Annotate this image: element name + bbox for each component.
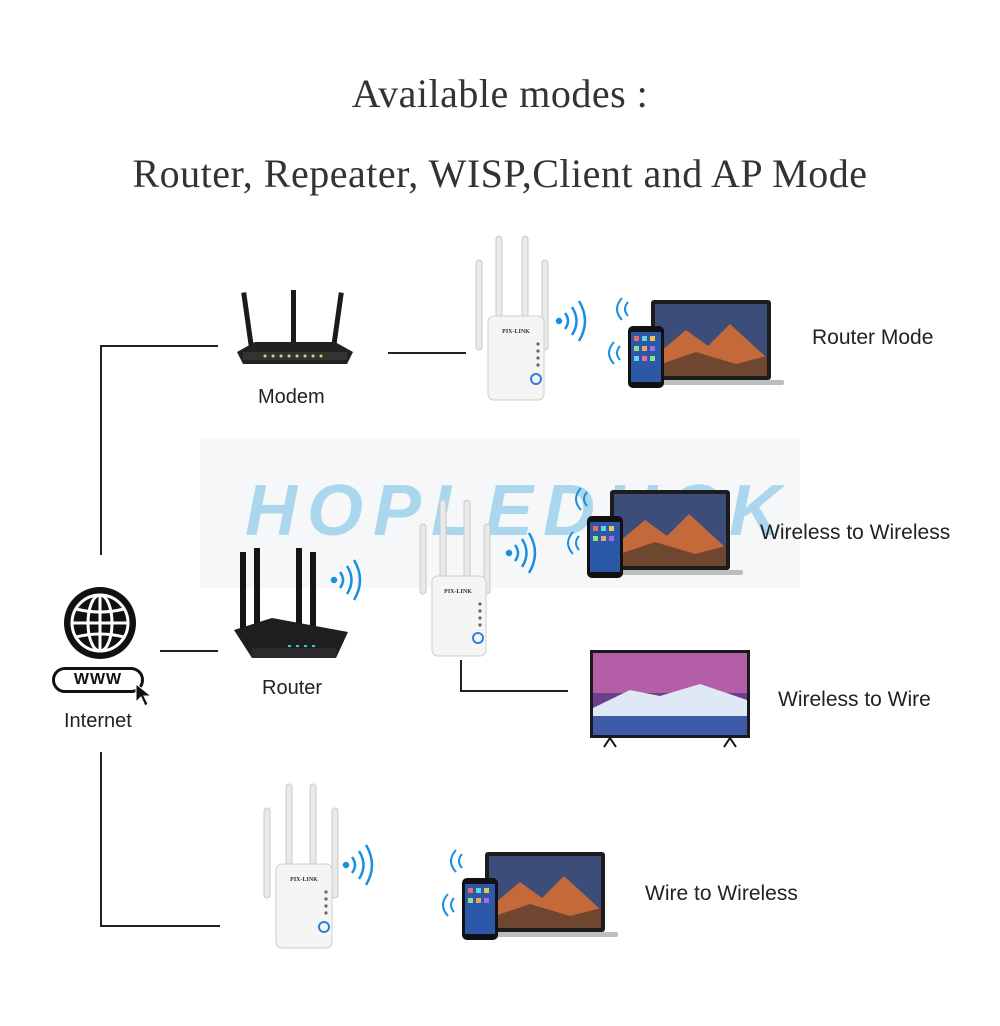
wifi-signal-icon (555, 300, 587, 342)
router-device (234, 548, 348, 658)
router-label: Router (262, 677, 323, 699)
title-line-2: Router, Repeater, WISP,Client and AP Mod… (132, 151, 868, 196)
router-wifi-signal-icon (330, 559, 362, 601)
line-internet-to-repeater-h (100, 925, 220, 927)
modem-device (237, 290, 353, 364)
line-repeater-to-tv-h (460, 690, 568, 692)
svg-text:PIX-LINK: PIX-LINK (290, 877, 318, 883)
wire-to-wireless-label: Wire to Wireless (645, 882, 798, 905)
line-internet-to-modem-h (100, 345, 218, 347)
svg-text:PIX-LINK: PIX-LINK (444, 589, 472, 595)
laptop-phone-router-mode (608, 297, 784, 388)
svg-text:PIX-LINK: PIX-LINK (502, 329, 530, 335)
repeater-middle-wifi-signal-icon (505, 532, 537, 574)
wireless-to-wireless-label: Wireless to Wireless (760, 521, 951, 544)
laptop-phone-wireless-to-wireless (567, 487, 743, 578)
router-mode-label: Router Mode (812, 326, 934, 349)
line-internet-to-modem-v (100, 345, 102, 555)
tv-device (590, 650, 750, 748)
www-badge: WWW (52, 667, 144, 693)
laptop-phone-wire-to-wireless (442, 849, 618, 940)
line-repeater-to-tv-v (460, 660, 462, 692)
wireless-to-wire-label: Wireless to Wire (778, 688, 931, 711)
repeater-device-top: PIX-LINK (475, 235, 549, 401)
line-modem-to-repeater (388, 352, 466, 354)
line-internet-to-router (160, 650, 218, 652)
repeater-device-bottom: PIX-LINK (263, 783, 339, 949)
cursor-icon (135, 682, 153, 707)
globe-icon (64, 587, 136, 659)
www-text: WWW (73, 671, 123, 688)
repeater-bottom-wifi-signal-icon (342, 844, 374, 886)
internet-label: Internet (64, 710, 132, 732)
modem-label: Modem (258, 386, 325, 408)
repeater-device-middle: PIX-LINK (419, 499, 491, 657)
title-line-1: Available modes : (351, 71, 649, 116)
line-internet-to-repeater-v (100, 752, 102, 927)
